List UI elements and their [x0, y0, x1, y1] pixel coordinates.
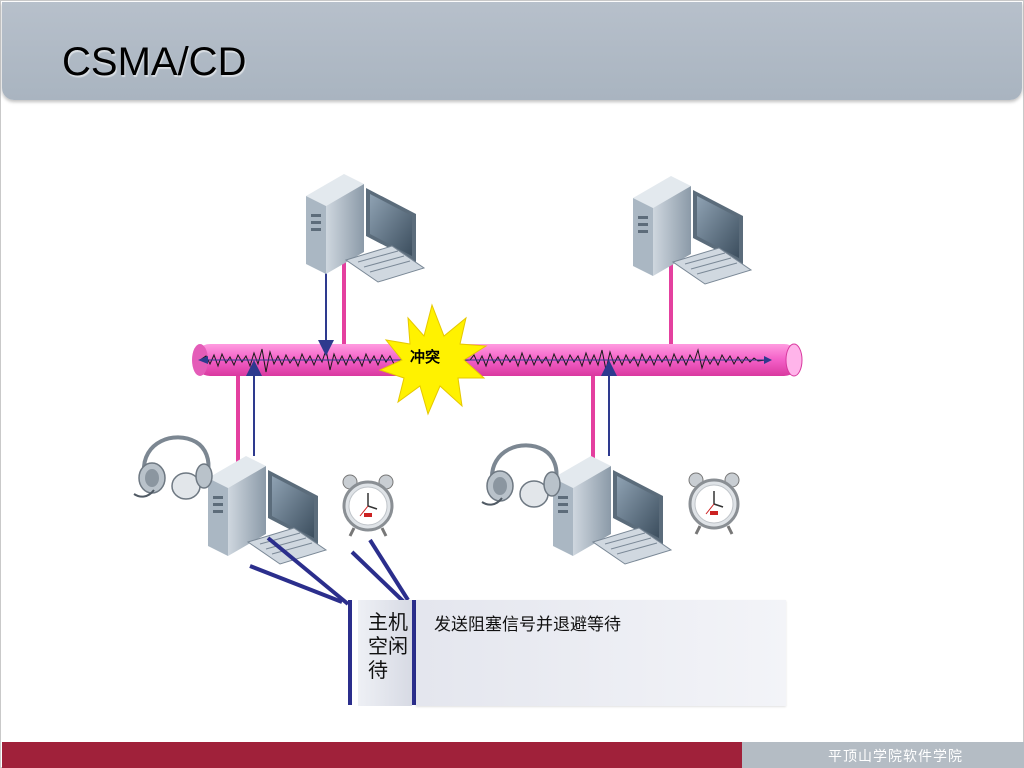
signal-span-arrow-left [198, 356, 208, 364]
host-idle-box [358, 600, 412, 706]
footer-bar-red [2, 742, 742, 768]
computer-icon-top-left [305, 173, 425, 283]
collision-label: 冲突 [410, 348, 441, 366]
callout-lines [249, 536, 416, 705]
computer-icon-top-right [632, 175, 752, 285]
alarm-clock-icon-left [341, 473, 395, 538]
headset-icon-left [132, 435, 214, 501]
alarm-clock-icon-right [687, 471, 741, 536]
slide-title: CSMA/CD [62, 40, 247, 84]
computer-icon-bottom-right [552, 455, 672, 565]
header-bar [2, 2, 1022, 100]
computer-icon-bottom-left [207, 455, 327, 565]
footer-text: 平顶山学院软件学院 [828, 749, 963, 765]
headset-icon-right [480, 443, 562, 509]
action-box [416, 600, 786, 706]
footer-bar-gray [742, 742, 1024, 768]
collision-noise-signal [199, 348, 767, 373]
collision-burst-icon [378, 303, 488, 416]
host-idle-text: 主机空闲待 [368, 610, 408, 682]
action-text: 发送阻塞信号并退避等待 [434, 615, 621, 635]
